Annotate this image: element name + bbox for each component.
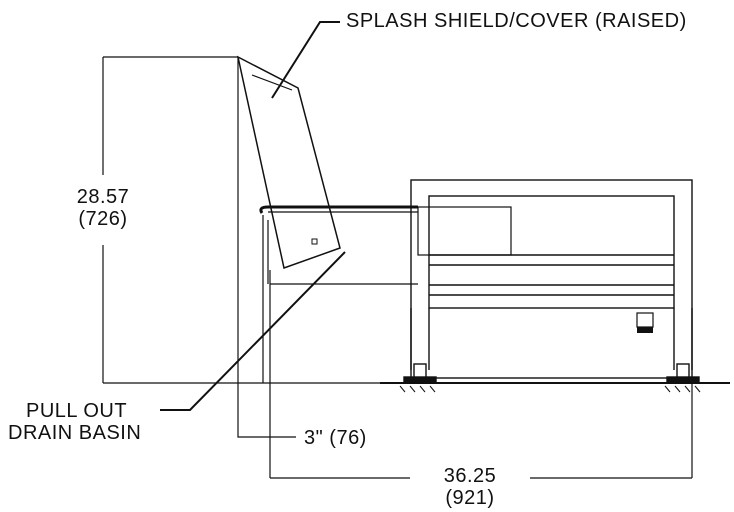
adjustable-feet: [403, 363, 700, 384]
frame-caster: [636, 312, 654, 333]
offset-dimension: [237, 383, 296, 438]
height-millimeters: (726): [78, 208, 128, 230]
shield-latch: [311, 238, 318, 245]
stand-frame: [410, 179, 693, 379]
floor-hatching: [399, 385, 701, 393]
drain-basin-label-line1: PULL OUT: [26, 400, 128, 422]
drain-basin: [259, 205, 512, 285]
splash-shield: [236, 55, 341, 269]
drain-basin-label-line2: DRAIN BASIN: [8, 422, 142, 444]
drain-basin-leader: [160, 251, 346, 411]
depth-inches: 36.25: [443, 465, 497, 487]
height-dimension: [102, 56, 380, 384]
depth-dimension-value: 36.25 (921): [420, 465, 520, 509]
depth-millimeters: (921): [445, 487, 495, 509]
offset-dimension-value: 3" (76): [304, 427, 367, 449]
height-inches: 28.57: [76, 186, 130, 208]
depth-dimension: [269, 383, 693, 479]
splash-shield-leader: [271, 21, 340, 99]
cabinet-body: [237, 57, 271, 383]
height-dimension-value: 28.57 (726): [73, 186, 133, 230]
drain-basin-label: PULL OUT DRAIN BASIN: [8, 400, 141, 444]
splash-shield-label: SPLASH SHIELD/COVER (RAISED): [346, 10, 687, 32]
